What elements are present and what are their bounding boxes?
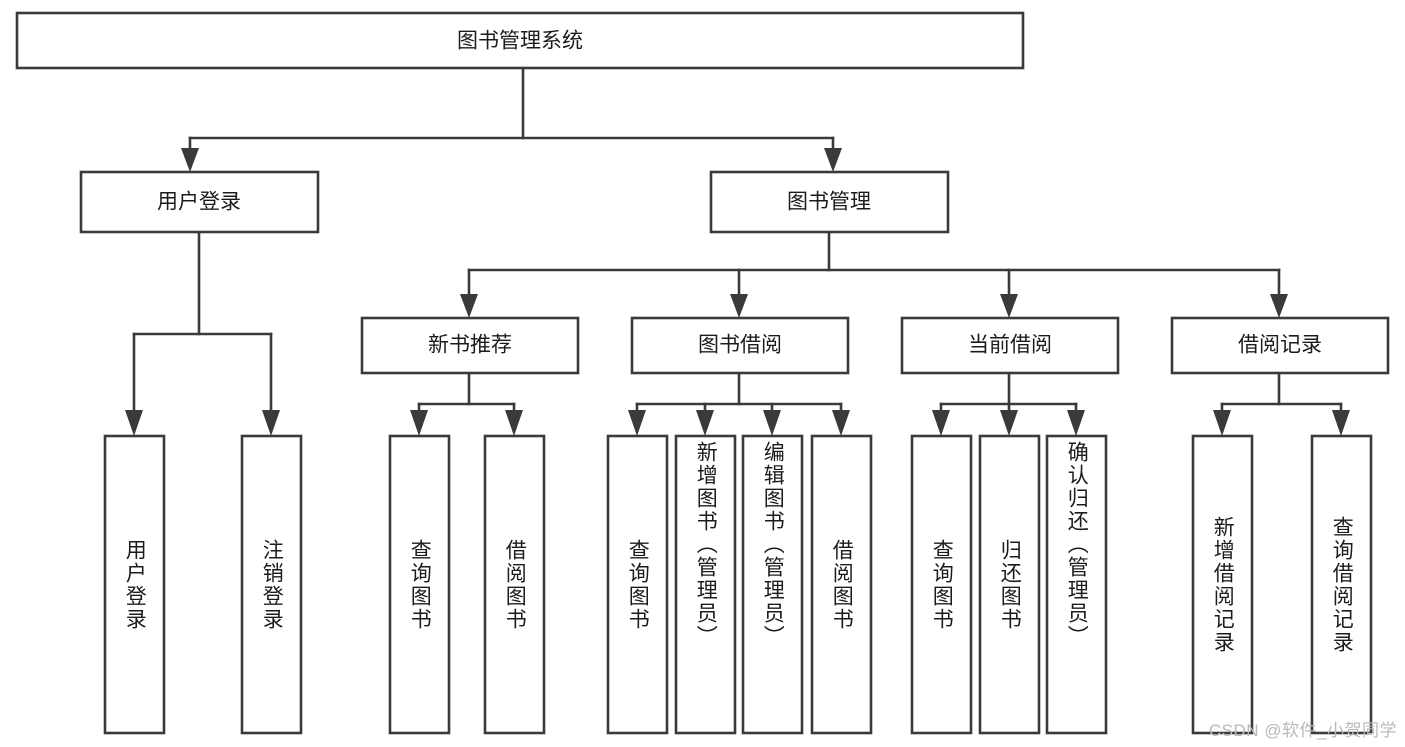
leaf-box-query-books-borrow[interactable]: [606, 434, 669, 735]
node-user-login[interactable]: [79, 170, 320, 234]
csdn-watermark: CSDN @软件_小贺同学: [1208, 721, 1397, 740]
node-new-book-recommend[interactable]: [360, 316, 580, 375]
leaf-box-confirm-return-admin[interactable]: [1045, 434, 1108, 735]
connector-book-mgmt-to-level3: [460, 230, 1288, 318]
node-borrow-record[interactable]: [1170, 316, 1390, 375]
leaf-box-return-books[interactable]: [978, 434, 1041, 735]
node-root[interactable]: [15, 11, 1025, 70]
node-book-borrow[interactable]: [630, 316, 850, 375]
connector-current-borrow-to-leaves: [932, 371, 1085, 436]
leaf-box-logout[interactable]: [240, 434, 303, 735]
leaf-box-add-book-admin[interactable]: [674, 434, 737, 735]
node-root-label: 图书管理系统: [457, 30, 583, 53]
leaf-box-query-books-rec[interactable]: [388, 434, 451, 735]
node-new-book-recommend-label: 新书推荐: [428, 334, 512, 357]
connector-book-borrow-to-leaves: [628, 371, 850, 436]
node-borrow-record-label: 借阅记录: [1238, 334, 1322, 357]
leaf-box-query-borrow-record[interactable]: [1310, 434, 1373, 735]
node-current-borrow-label: 当前借阅: [968, 334, 1052, 357]
node-book-management-label: 图书管理: [787, 191, 871, 214]
leaf-box-borrow-books[interactable]: [810, 434, 873, 735]
leaf-box-borrow-books-rec[interactable]: [483, 434, 546, 735]
leaf-box-add-borrow-record[interactable]: [1191, 434, 1254, 735]
node-user-login-label: 用户登录: [157, 191, 241, 214]
connector-new-book-rec-to-leaves: [410, 371, 523, 436]
node-book-borrow-label: 图书借阅: [698, 334, 782, 357]
connector-borrow-record-to-leaves: [1213, 371, 1350, 436]
leaf-box-edit-book-admin[interactable]: [741, 434, 804, 735]
connector-root-to-level2: [181, 66, 842, 172]
leaf-box-query-books-current[interactable]: [910, 434, 973, 735]
node-current-borrow[interactable]: [900, 316, 1120, 375]
node-book-management[interactable]: [709, 170, 950, 234]
leaf-box-user-login[interactable]: [103, 434, 166, 735]
connector-user-login-to-leaves: [125, 230, 280, 436]
